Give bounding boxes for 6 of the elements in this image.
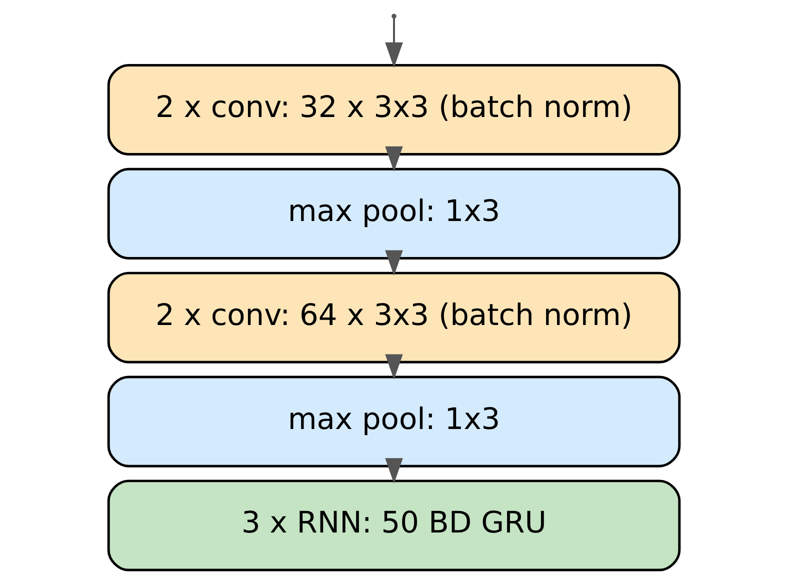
arrow <box>384 458 402 484</box>
arrow <box>384 354 402 380</box>
node-box: 3 x RNN: 50 BD GRU <box>106 480 680 572</box>
arrow <box>384 18 402 68</box>
arrow <box>384 250 402 276</box>
arrow <box>384 146 402 172</box>
